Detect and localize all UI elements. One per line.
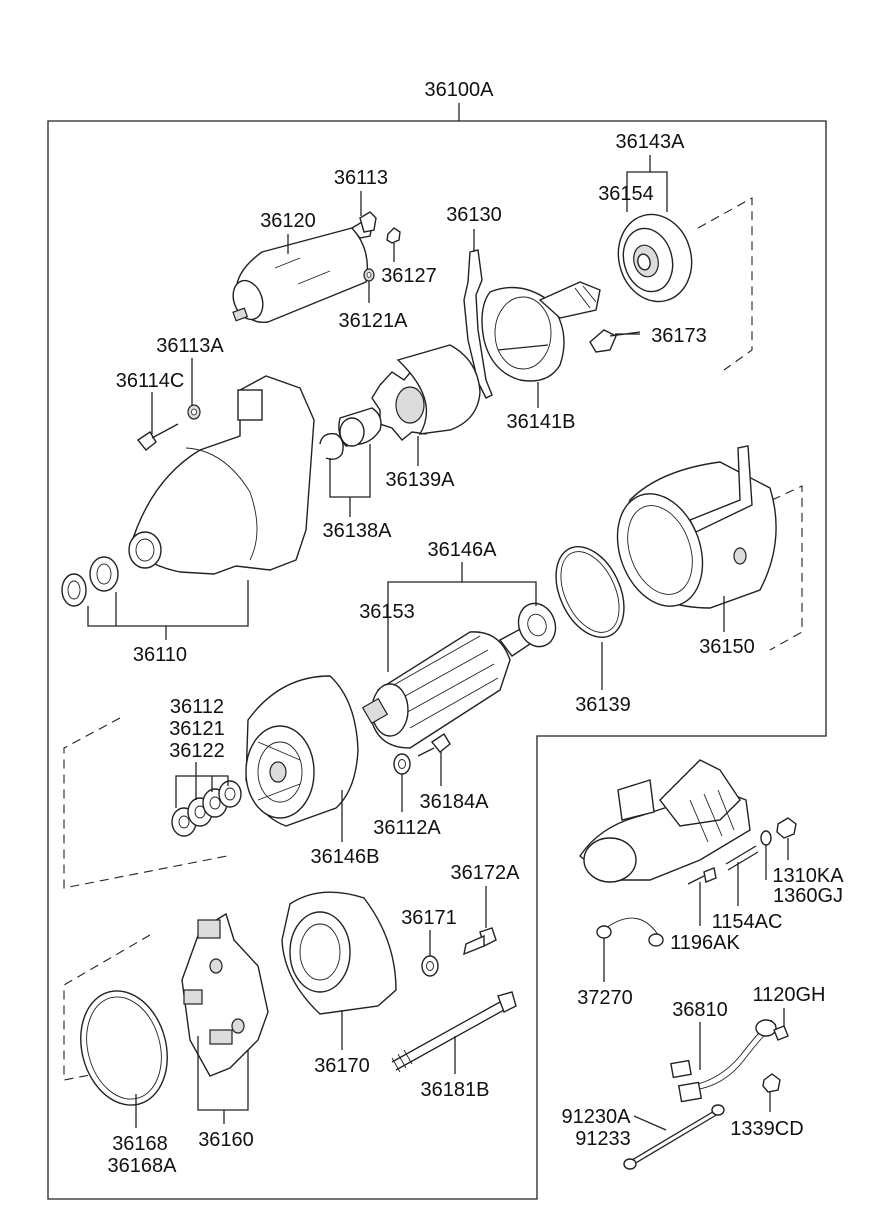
pinion-36139A xyxy=(371,344,481,441)
washer-1360GJ xyxy=(760,830,772,846)
plate-36141B xyxy=(481,281,601,382)
sleeve-36138A xyxy=(338,407,382,447)
label-1154AC: 1154AC xyxy=(712,911,783,933)
label-36130: 36130 xyxy=(446,204,502,226)
lever-36130 xyxy=(463,249,493,399)
bolt-36114C xyxy=(136,423,179,451)
label-36110: 36110 xyxy=(133,644,187,666)
cover-36170 xyxy=(281,891,397,1015)
label-36173: 36173 xyxy=(651,325,707,347)
yoke-36150 xyxy=(616,445,777,609)
o-ring-36139 xyxy=(555,545,625,639)
label-36120: 36120 xyxy=(260,210,316,232)
label-36810: 36810 xyxy=(672,999,728,1021)
label-36154: 36154 xyxy=(598,183,654,205)
label-36171: 36171 xyxy=(401,907,457,929)
label-1196AK: 1196AK xyxy=(670,932,740,954)
seal-ring-36168 xyxy=(80,990,168,1106)
starter-assembly xyxy=(579,759,751,883)
label-1120GH: 1120GH xyxy=(752,984,825,1006)
bolt-36184A xyxy=(417,733,451,757)
label-36168: 36168 xyxy=(112,1133,168,1155)
nut-36127 xyxy=(386,227,401,244)
assembly-frame xyxy=(47,103,827,1200)
label-36153: 36153 xyxy=(359,601,415,623)
washer-36113A xyxy=(187,404,201,420)
label-36112A: 36112A xyxy=(373,817,441,839)
label-36168A: 36168A xyxy=(108,1155,178,1177)
label-91230A: 91230A xyxy=(562,1106,632,1128)
label-36181B: 36181B xyxy=(421,1079,490,1101)
label-1360GJ: 1360GJ xyxy=(773,885,843,907)
part-labels: 36100A 36143A 36154 36113 36130 36120 36… xyxy=(108,79,845,1177)
label-37270: 37270 xyxy=(577,987,633,1009)
label-36141B: 36141B xyxy=(507,411,576,433)
bolt-36173 xyxy=(589,329,641,353)
nut-1310KA xyxy=(776,817,797,839)
label-36146A: 36146A xyxy=(428,539,498,561)
armature-36153 xyxy=(361,625,537,749)
leader-lines xyxy=(87,155,789,1131)
label-1310KA: 1310KA xyxy=(772,865,844,887)
washer-stack-36112 xyxy=(171,780,242,837)
washer-36121A xyxy=(363,268,375,282)
label-36127: 36127 xyxy=(381,265,437,287)
stud-1154AC xyxy=(725,845,759,871)
ground-cable-91230A xyxy=(623,1104,725,1170)
label-36112: 36112 xyxy=(170,696,224,718)
washer-36112A xyxy=(393,753,411,775)
label-1339CD: 1339CD xyxy=(730,1118,803,1140)
label-36114C: 36114C xyxy=(116,370,185,392)
snap-ring-36138A xyxy=(319,433,344,461)
label-36100A: 36100A xyxy=(425,79,495,101)
solenoid-36120 xyxy=(232,221,373,324)
housing-36110 xyxy=(128,375,315,575)
label-36170: 36170 xyxy=(314,1055,370,1077)
label-36121: 36121 xyxy=(169,718,225,740)
bushing-36110-a xyxy=(61,573,87,607)
label-36121A: 36121A xyxy=(339,310,409,332)
dashed-guides xyxy=(63,197,803,1081)
bolt-36181B xyxy=(391,991,517,1073)
label-36139A: 36139A xyxy=(386,469,456,491)
bearing-36154 xyxy=(617,213,693,303)
cable-37270 xyxy=(596,917,664,947)
bracket-36146B xyxy=(245,675,359,827)
label-36184A: 36184A xyxy=(420,791,490,813)
label-36172A: 36172A xyxy=(451,862,521,884)
label-36160: 36160 xyxy=(198,1129,254,1151)
bolt-36172A xyxy=(463,927,497,956)
label-36150: 36150 xyxy=(699,636,755,658)
nut-1339CD xyxy=(762,1073,781,1093)
label-36139: 36139 xyxy=(575,694,631,716)
bushing-36110-b xyxy=(89,556,119,592)
label-36146B: 36146B xyxy=(311,846,380,868)
label-91233: 91233 xyxy=(575,1128,631,1150)
bolt-1120GH xyxy=(773,1025,789,1041)
harness-36810 xyxy=(670,1019,777,1103)
label-36143A: 36143A xyxy=(616,131,686,153)
label-36138A: 36138A xyxy=(323,520,393,542)
label-36122: 36122 xyxy=(169,740,225,762)
terminal-36113 xyxy=(359,211,377,233)
bolt-1196AK xyxy=(687,867,717,885)
label-36113A: 36113A xyxy=(156,335,224,357)
label-36113: 36113 xyxy=(334,167,388,189)
washer-36171 xyxy=(421,955,439,977)
brush-holder-36160 xyxy=(181,912,269,1077)
bearing-36146A xyxy=(517,602,557,648)
